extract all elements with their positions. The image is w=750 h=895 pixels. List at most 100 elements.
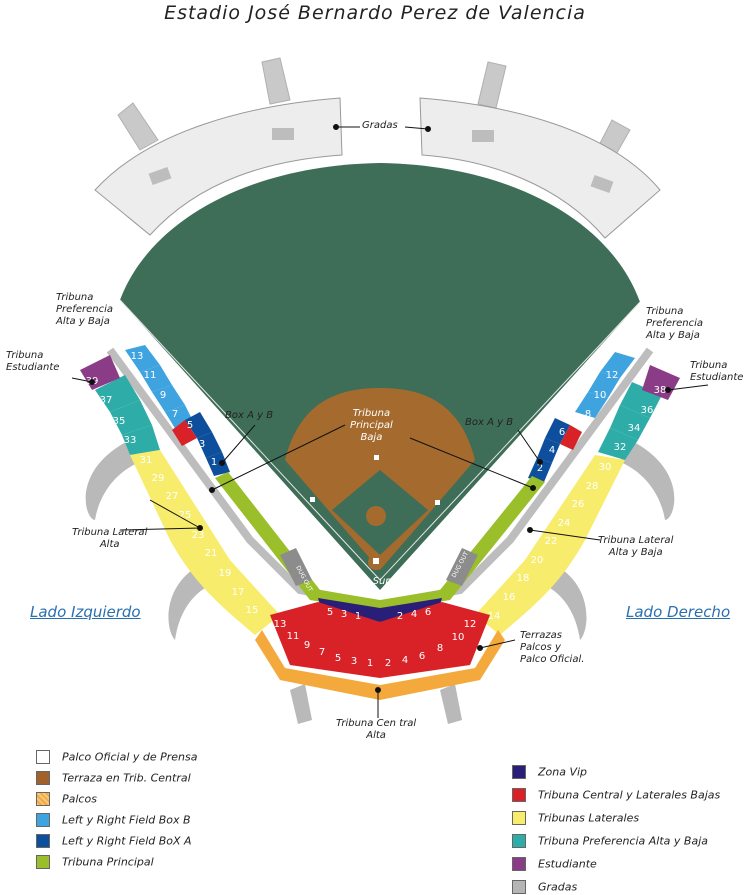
legend-item: Left y Right Field BoX A xyxy=(36,834,192,848)
section-number: 30 xyxy=(599,462,612,473)
section-number: 5 xyxy=(335,653,341,664)
section-number: 23 xyxy=(192,530,205,541)
section-number: 5 xyxy=(327,607,333,618)
section-numbers: 3937353338363432312927252321191715302826… xyxy=(86,351,667,669)
legend-label: Zona Vip xyxy=(538,765,588,779)
legend-item: Palcos xyxy=(36,792,97,806)
legend-swatch xyxy=(36,750,50,764)
section-number: 4 xyxy=(411,609,417,620)
section-number: 3 xyxy=(199,439,205,450)
section-number: 2 xyxy=(537,463,543,474)
legend-label: Palco Oficial y de Prensa xyxy=(62,750,198,764)
legend-label: Tribuna Principal xyxy=(62,855,154,869)
section-number: 33 xyxy=(124,435,137,446)
right-lateral xyxy=(475,455,625,635)
section-number: 32 xyxy=(614,442,627,453)
side-label-right: Lado Derecho xyxy=(626,603,731,621)
outfield xyxy=(120,163,640,590)
legend-swatch xyxy=(512,857,526,871)
pitcher-mound xyxy=(366,506,386,526)
legend-swatch xyxy=(512,811,526,825)
legend-swatch xyxy=(512,765,526,779)
section-number: 19 xyxy=(219,568,232,579)
section-number: 22 xyxy=(545,536,558,547)
section-number: 24 xyxy=(558,518,571,529)
section-number: 4 xyxy=(549,445,555,456)
section-number: 10 xyxy=(594,390,607,401)
section-number: 2 xyxy=(385,658,391,669)
section-number: 6 xyxy=(419,651,425,662)
section-number: 3 xyxy=(341,609,347,620)
section-number: 1 xyxy=(367,658,373,669)
section-number: 16 xyxy=(503,592,516,603)
section-number: 12 xyxy=(464,619,477,630)
section-number: 3 xyxy=(351,656,357,667)
section-number: 8 xyxy=(585,409,591,420)
section-number: 13 xyxy=(131,351,144,362)
page-title: Estadio José Bernardo Perez de Valencia xyxy=(164,2,586,24)
section-number: 37 xyxy=(100,395,113,406)
label-box-right: Box A y B xyxy=(465,417,514,428)
legend-item: Tribunas Laterales xyxy=(512,811,639,825)
section-number: 38 xyxy=(654,385,667,396)
section-number: 34 xyxy=(628,423,641,434)
tribuna-central xyxy=(270,602,490,678)
section-number: 11 xyxy=(287,631,300,642)
left-lateral xyxy=(130,450,280,635)
legend-item: Tribuna Preferencia Alta y Baja xyxy=(512,834,708,848)
legend-swatch xyxy=(36,855,50,869)
legend-label: Tribuna Central y Laterales Bajas xyxy=(538,788,721,802)
legend-item: Left y Right Field Box B xyxy=(36,813,191,827)
legend-swatch xyxy=(36,834,50,848)
legend-item: Tribuna Central y Laterales Bajas xyxy=(512,788,720,802)
legend-item: Estudiante xyxy=(512,857,597,871)
legend-label: Left y Right Field Box B xyxy=(62,813,191,827)
section-number: 18 xyxy=(517,573,530,584)
label-gradas: Gradas xyxy=(362,120,398,131)
section-number: 7 xyxy=(319,647,325,658)
gradas-structure xyxy=(94,57,661,239)
legend-label: Gradas xyxy=(538,880,578,894)
legend-label: Tribuna Preferencia Alta y Baja xyxy=(538,834,708,848)
section-number: 12 xyxy=(606,370,619,381)
palcos xyxy=(255,630,505,700)
legend-swatch xyxy=(36,792,50,806)
section-number: 26 xyxy=(572,499,585,510)
legend-swatch xyxy=(36,771,50,785)
section-number: 29 xyxy=(152,473,165,484)
legend-label: Estudiante xyxy=(538,857,597,871)
section-number: 5 xyxy=(187,420,193,431)
side-label-left: Lado Izquierdo xyxy=(30,603,141,621)
section-number: 1 xyxy=(211,457,217,468)
legend-label: Tribunas Laterales xyxy=(538,811,640,825)
legend-item: Tribuna Principal xyxy=(36,855,154,869)
section-number: 14 xyxy=(488,611,501,622)
section-number: 9 xyxy=(160,390,166,401)
legend-item: Terraza en Trib. Central xyxy=(36,771,191,785)
section-number: 28 xyxy=(586,481,599,492)
legend-label: Palcos xyxy=(62,792,97,806)
section-number: 7 xyxy=(172,409,178,420)
legend-item: Zona Vip xyxy=(512,765,587,779)
section-number: 8 xyxy=(437,643,443,654)
section-number: 1 xyxy=(355,611,361,622)
leader-lines xyxy=(71,124,709,718)
section-number: 4 xyxy=(402,655,408,666)
section-number: 6 xyxy=(425,607,431,618)
section-number: 20 xyxy=(531,555,544,566)
section-number: 17 xyxy=(232,587,245,598)
left-box-a xyxy=(185,412,230,476)
legend-label: Left y Right Field BoX A xyxy=(62,834,192,848)
dug-outs xyxy=(280,548,478,586)
section-number: 13 xyxy=(274,619,287,630)
